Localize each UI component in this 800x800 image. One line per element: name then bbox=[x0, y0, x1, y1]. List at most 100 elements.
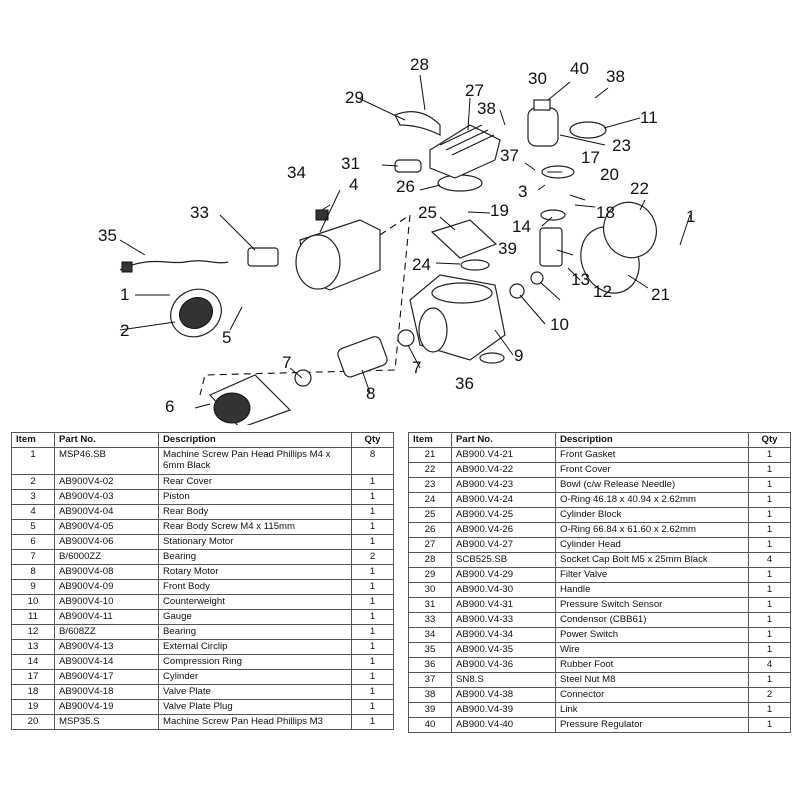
compression-ring-part bbox=[540, 209, 566, 221]
callout-number: 12 bbox=[593, 282, 612, 301]
callout-number: 20 bbox=[600, 165, 619, 184]
filter-valve-bowl-part bbox=[527, 107, 559, 147]
rotary-motor-part bbox=[337, 336, 388, 378]
cell-item: 34 bbox=[408, 627, 452, 643]
rear-cover-fan bbox=[178, 296, 214, 330]
cell-part-no: AB900V4-19 bbox=[54, 699, 159, 715]
cell-qty: 1 bbox=[351, 534, 394, 550]
cell-part-no: AB900.V4-40 bbox=[451, 717, 556, 733]
callout-number: 1 bbox=[686, 207, 695, 226]
cell-qty: 1 bbox=[748, 507, 791, 523]
callout-number: 13 bbox=[571, 270, 590, 289]
callout-number: 35 bbox=[98, 226, 117, 245]
cell-qty: 1 bbox=[748, 702, 791, 718]
cell-item: 9 bbox=[11, 579, 55, 595]
cell-part-no: AB900V4-02 bbox=[54, 474, 159, 490]
front-cover-part bbox=[603, 201, 657, 259]
cell-part-no: AB900V4-11 bbox=[54, 609, 159, 625]
cell-description: Rotary Motor bbox=[158, 564, 352, 580]
cell-description: Bowl (c/w Release Needle) bbox=[555, 477, 749, 493]
cell-item: 13 bbox=[11, 639, 55, 655]
cell-qty: 1 bbox=[748, 597, 791, 613]
callout-number: 17 bbox=[581, 148, 600, 167]
cell-qty: 1 bbox=[748, 627, 791, 643]
cell-part-no: AB900.V4-34 bbox=[451, 627, 556, 643]
cell-qty: 1 bbox=[351, 519, 394, 535]
table-header-row: Item Part No. Description Qty bbox=[11, 432, 394, 448]
callout-number: 37 bbox=[500, 146, 519, 165]
cell-part-no: AB900.V4-23 bbox=[451, 477, 556, 493]
cell-qty: 1 bbox=[351, 714, 394, 730]
callout-number: 21 bbox=[651, 285, 670, 304]
cell-item: 7 bbox=[11, 549, 55, 565]
cell-qty: 1 bbox=[748, 522, 791, 538]
cell-description: Power Switch bbox=[555, 627, 749, 643]
cell-part-no: AB900.V4-26 bbox=[451, 522, 556, 538]
cell-qty: 1 bbox=[748, 462, 791, 478]
cell-part-no: AB900.V4-29 bbox=[451, 567, 556, 583]
callout-number: 40 bbox=[570, 59, 589, 78]
cylinder-block-part bbox=[430, 219, 498, 259]
oring-26-part bbox=[437, 174, 483, 192]
cell-qty: 1 bbox=[748, 447, 791, 463]
header-part-no: Part No. bbox=[451, 432, 556, 448]
cell-item: 12 bbox=[11, 624, 55, 640]
cell-qty: 8 bbox=[351, 447, 394, 475]
callout-number: 38 bbox=[606, 67, 625, 86]
callout-number: 30 bbox=[528, 69, 547, 88]
cell-item: 28 bbox=[408, 552, 452, 568]
cell-part-no: AB900.V4-25 bbox=[451, 507, 556, 523]
callout-number: 36 bbox=[455, 374, 474, 393]
cell-qty: 1 bbox=[351, 489, 394, 505]
header-qty: Qty bbox=[351, 432, 394, 448]
table-header-row: Item Part No. Description Qty bbox=[408, 432, 791, 448]
cell-description: Compression Ring bbox=[158, 654, 352, 670]
cell-part-no: AB900V4-13 bbox=[54, 639, 159, 655]
callout-number: 27 bbox=[465, 81, 484, 100]
cell-item: 10 bbox=[11, 594, 55, 610]
cell-description: Machine Screw Pan Head Phillips M4 x 6mm… bbox=[158, 447, 352, 475]
cell-item: 29 bbox=[408, 567, 452, 583]
cell-qty: 1 bbox=[748, 477, 791, 493]
cell-description: Link bbox=[555, 702, 749, 718]
cell-qty: 1 bbox=[351, 684, 394, 700]
callout-number: 3 bbox=[518, 182, 527, 201]
cell-qty: 1 bbox=[351, 564, 394, 580]
cell-item: 1 bbox=[11, 447, 55, 475]
wire-part bbox=[119, 260, 229, 271]
cell-part-no: AB900.V4-33 bbox=[451, 612, 556, 628]
callout-number: 19 bbox=[490, 201, 509, 220]
cell-description: Bearing bbox=[158, 549, 352, 565]
assembly-guide-line bbox=[199, 213, 411, 396]
counterweight-part bbox=[509, 283, 525, 299]
cell-qty: 1 bbox=[351, 699, 394, 715]
cell-part-no: AB900V4-06 bbox=[54, 534, 159, 550]
cell-item: 25 bbox=[408, 507, 452, 523]
cell-part-no: SN8.S bbox=[451, 672, 556, 688]
cell-part-no: MSP46.SB bbox=[54, 447, 159, 475]
pressure-regulator-part bbox=[533, 99, 551, 111]
cell-item: 20 bbox=[11, 714, 55, 730]
condenser-part bbox=[247, 247, 279, 267]
cell-item: 11 bbox=[11, 609, 55, 625]
